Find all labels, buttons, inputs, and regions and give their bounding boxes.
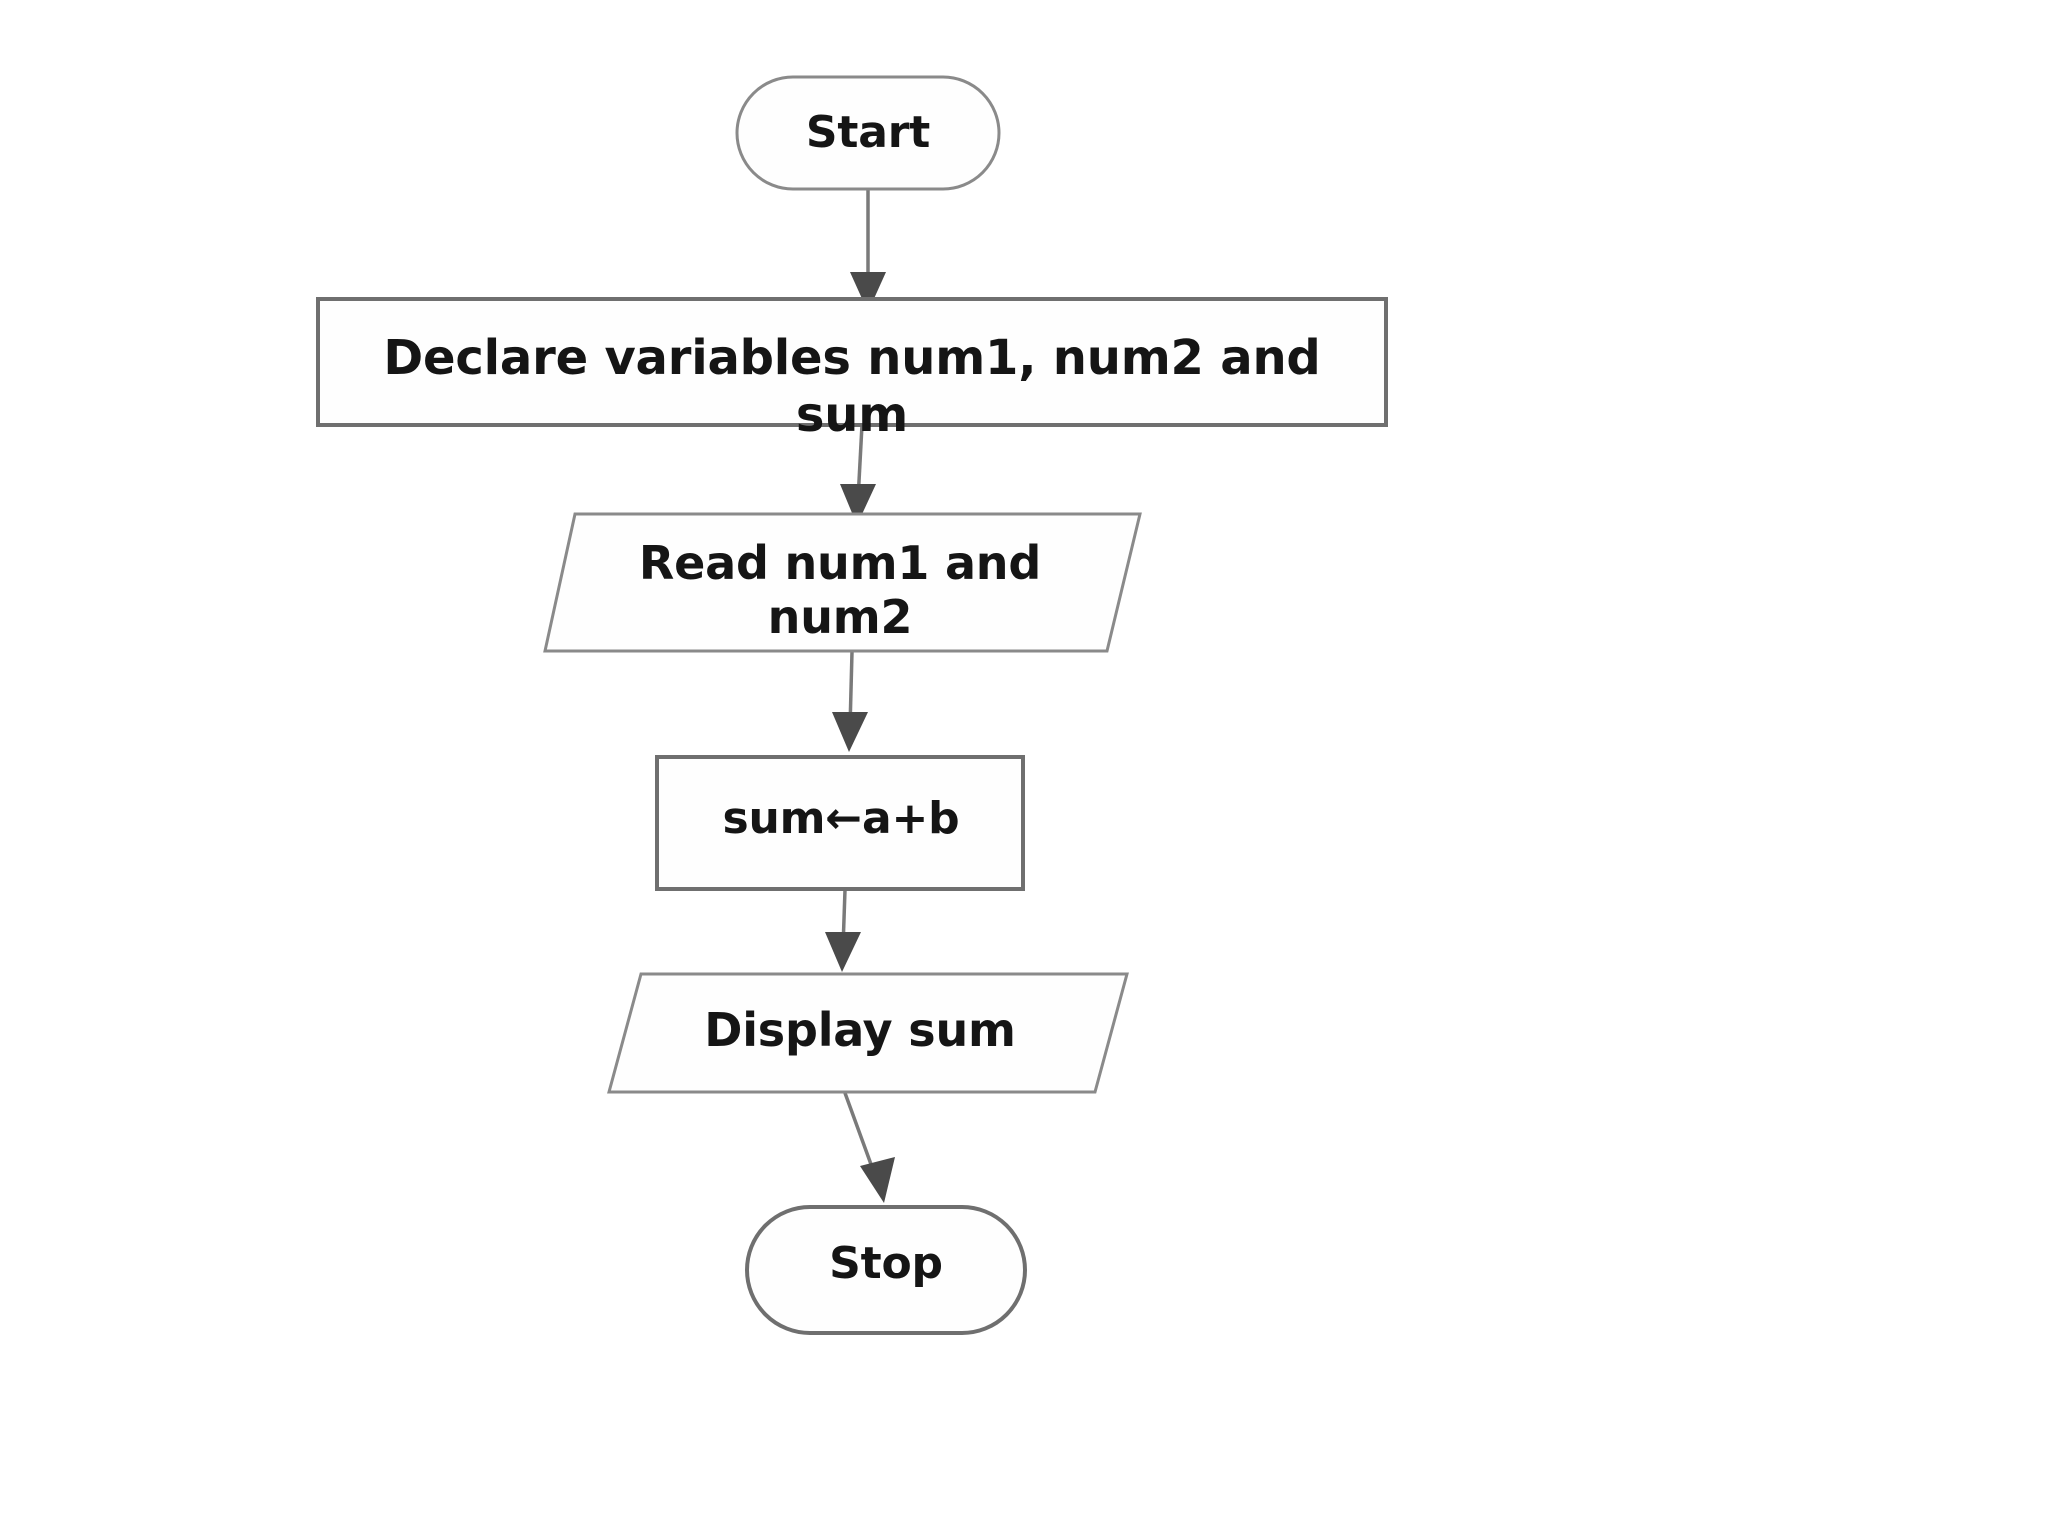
node-read-shape[interactable] [543,512,1142,653]
connector-sum-to-display [825,889,861,972]
connector-declare-to-read [840,424,876,525]
node-sum-shape[interactable] [655,755,1025,891]
connector-read-to-sum [832,651,868,752]
node-display-shape[interactable] [607,972,1129,1094]
node-start-shape[interactable] [735,75,1001,191]
node-stop-shape[interactable] [745,1205,1027,1335]
connector-display-to-stop [843,1092,895,1203]
node-declare-shape[interactable] [316,297,1388,427]
connector-start-to-declare [850,190,886,312]
